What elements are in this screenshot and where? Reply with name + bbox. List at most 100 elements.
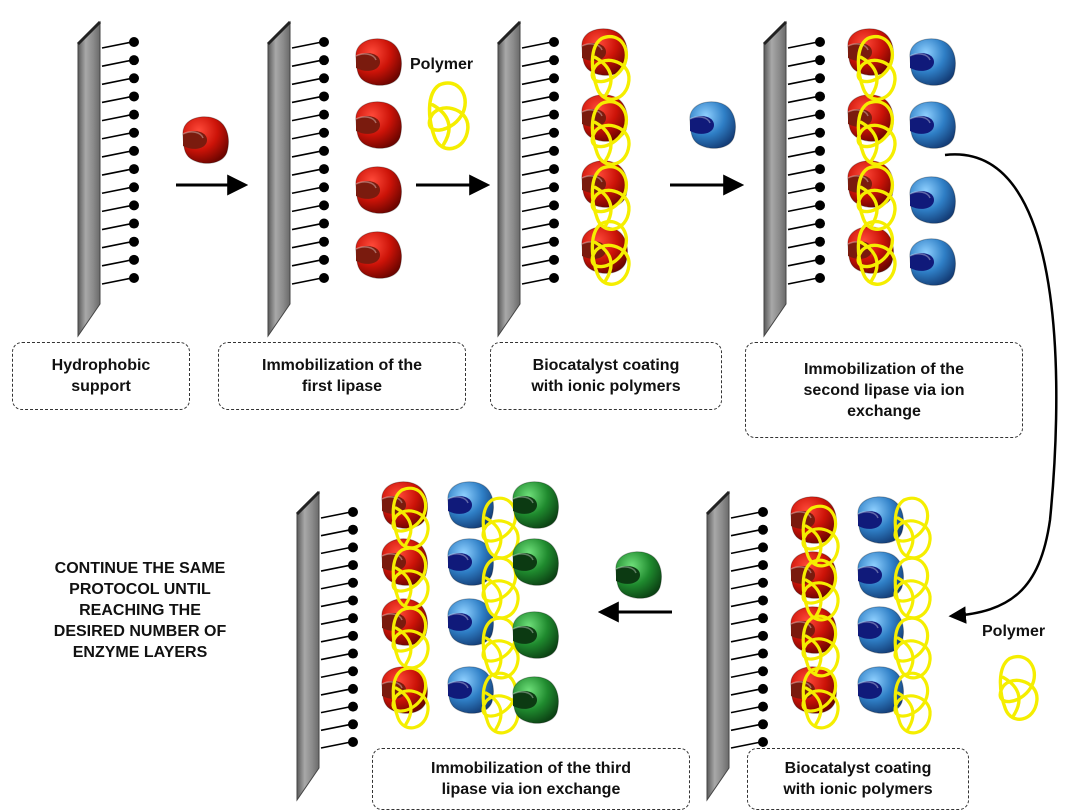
ionic-polymer [801,504,840,568]
third-lipase-active-site [513,626,537,644]
hydrophobic-chain [320,528,352,537]
hydrophobic-chain [521,259,553,267]
support-top-edge [496,20,522,46]
hydrophobic-chain [730,617,762,625]
hydrophobic-head [549,236,559,247]
hydrophobic-head [549,273,559,283]
polymer-strand [856,220,897,286]
hydrophobic-head [758,542,768,553]
hydrophobic-chain [730,723,762,732]
hydrophobic-head [129,218,139,229]
hydrophobic-chain [101,77,133,86]
hydrophobic-head [319,127,329,138]
hydrophobic-head [319,164,329,175]
hydrophobic-chain [320,564,352,572]
hydrophobic-chain [101,150,133,158]
hydrophobic-chain [291,277,323,285]
support-top-edge [76,20,102,46]
polymer-strand [801,504,840,568]
hydrophobic-chain [787,77,819,86]
hydrophobic-chain [291,222,323,231]
first-lipase [355,38,402,86]
hydrophobic-chain [521,186,553,195]
hydrophobic-head [815,55,825,66]
second-lipase [857,666,904,714]
hydrophobic-head [129,164,139,175]
hydrophobic-head [815,182,825,193]
second-lipase-active-site [858,566,882,584]
hydrophobic-chain [291,259,323,267]
hydrophobic-chain [787,222,819,231]
ionic-polymer [481,556,520,620]
third-lipase [512,481,559,529]
hydrophobic-head [549,109,559,120]
hydrophobic-chain [291,240,323,249]
polymer-strand [590,220,631,286]
polymer-strand [801,558,840,622]
hydrophobic-head [815,91,825,102]
hydrophobic-chain [101,59,133,67]
hydrophobic-chain [787,113,819,122]
hydrophobic-head [815,218,825,229]
hydrophobic-head [815,73,825,84]
free-first-lipase-active-site [183,131,207,149]
hydrophobic-head [758,613,768,624]
hydrophobic-head [129,254,139,265]
support-top-edge [762,20,788,46]
first-lipase-active-site [356,181,380,199]
support-plate [267,20,291,338]
hydrophobic-head [319,218,329,229]
hydrophobic-head [815,273,825,283]
polymer-strand [856,35,897,101]
hydrophobic-chain [101,113,133,122]
hydrophobic-chain [730,652,762,661]
support-plate [497,20,521,338]
second-lipase-active-site [448,681,472,699]
hydrophobic-chain [730,581,762,590]
first-lipase [790,496,837,544]
hydrophobic-chain [291,59,323,67]
hydrophobic-chain [730,511,762,519]
third-lipase [512,676,559,724]
hydrophobic-support [76,20,139,338]
hydrophobic-chain [291,150,323,158]
hydrophobic-head [758,701,768,712]
second-lipase [857,551,904,599]
hydrophobic-head [348,683,358,694]
hydrophobic-head [129,145,139,156]
hydrophobic-chain [320,617,352,625]
ionic-polymer [590,220,631,286]
free-second-lipase-active-site [690,116,714,134]
hydrophobic-chain [101,277,133,285]
hydrophobic-chain [730,599,762,608]
third-lipase-active-site [513,553,537,571]
ionic-polymer [998,655,1039,721]
hydrophobic-head [319,200,329,211]
hydrophobic-head [549,37,559,47]
hydrophobic-support [295,490,358,802]
hydrophobic-chain [291,41,323,49]
hydrophobic-chain [101,222,133,231]
hydrophobic-chain [291,77,323,86]
first-lipase [355,101,402,149]
hydrophobic-head [549,145,559,156]
hydrophobic-chain [101,259,133,267]
free-third-lipase [615,551,662,599]
second-lipase-active-site [858,681,882,699]
hydrophobic-chain [730,705,762,714]
first-lipase-active-site [356,116,380,134]
first-lipase [355,166,402,214]
hydrophobic-head [129,200,139,211]
hydrophobic-head [129,236,139,247]
hydrophobic-chain [320,635,352,643]
first-lipase [355,231,402,279]
ionic-polymer [391,606,430,670]
second-lipase-active-site [858,621,882,639]
polymer-strand [481,496,520,560]
hydrophobic-chain [320,546,352,555]
free-third-lipase-active-site [616,566,640,584]
hydrophobic-head [549,254,559,265]
ionic-polymer [856,100,897,166]
ionic-polymer [427,81,470,151]
polymer-strand [481,556,520,620]
